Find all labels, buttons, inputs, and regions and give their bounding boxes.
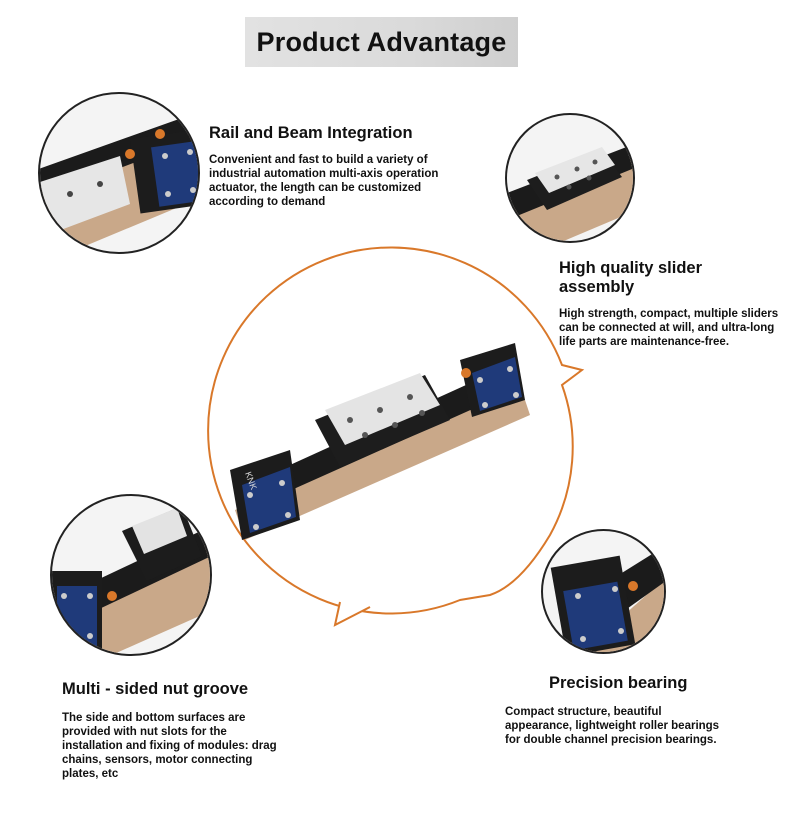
feature-rail-beam: Rail and Beam Integration Convenient and…	[209, 124, 439, 209]
feature-body: The side and bottom surfaces are provide…	[62, 712, 277, 780]
feature-heading: Rail and Beam Integration	[209, 124, 413, 142]
feature-heading: Multi - sided nut groove	[62, 680, 249, 698]
feature-heading: High quality slider assembly	[559, 259, 703, 296]
thumb-precision-bearing	[541, 529, 666, 654]
feature-heading: Precision bearing	[549, 674, 688, 692]
feature-body: Compact structure, beautiful appearance,…	[505, 706, 720, 746]
thumb-nut-groove	[50, 494, 212, 656]
page-title: Product Advantage	[256, 26, 507, 57]
title-banner: Product Advantage	[245, 17, 518, 67]
thumb-slider-assembly	[505, 113, 635, 243]
thumb-rail-beam	[38, 92, 200, 254]
feature-body: High strength, compact, multiple sliders…	[559, 308, 779, 348]
hero-product-image: KNK	[190, 245, 590, 630]
feature-slider-assembly: High quality slider assembly High streng…	[559, 259, 779, 349]
feature-body: Convenient and fast to build a variety o…	[209, 154, 439, 208]
feature-nut-groove: Multi - sided nut groove The side and bo…	[62, 680, 287, 781]
feature-precision-bearing: Precision bearing Compact structure, bea…	[505, 674, 730, 747]
